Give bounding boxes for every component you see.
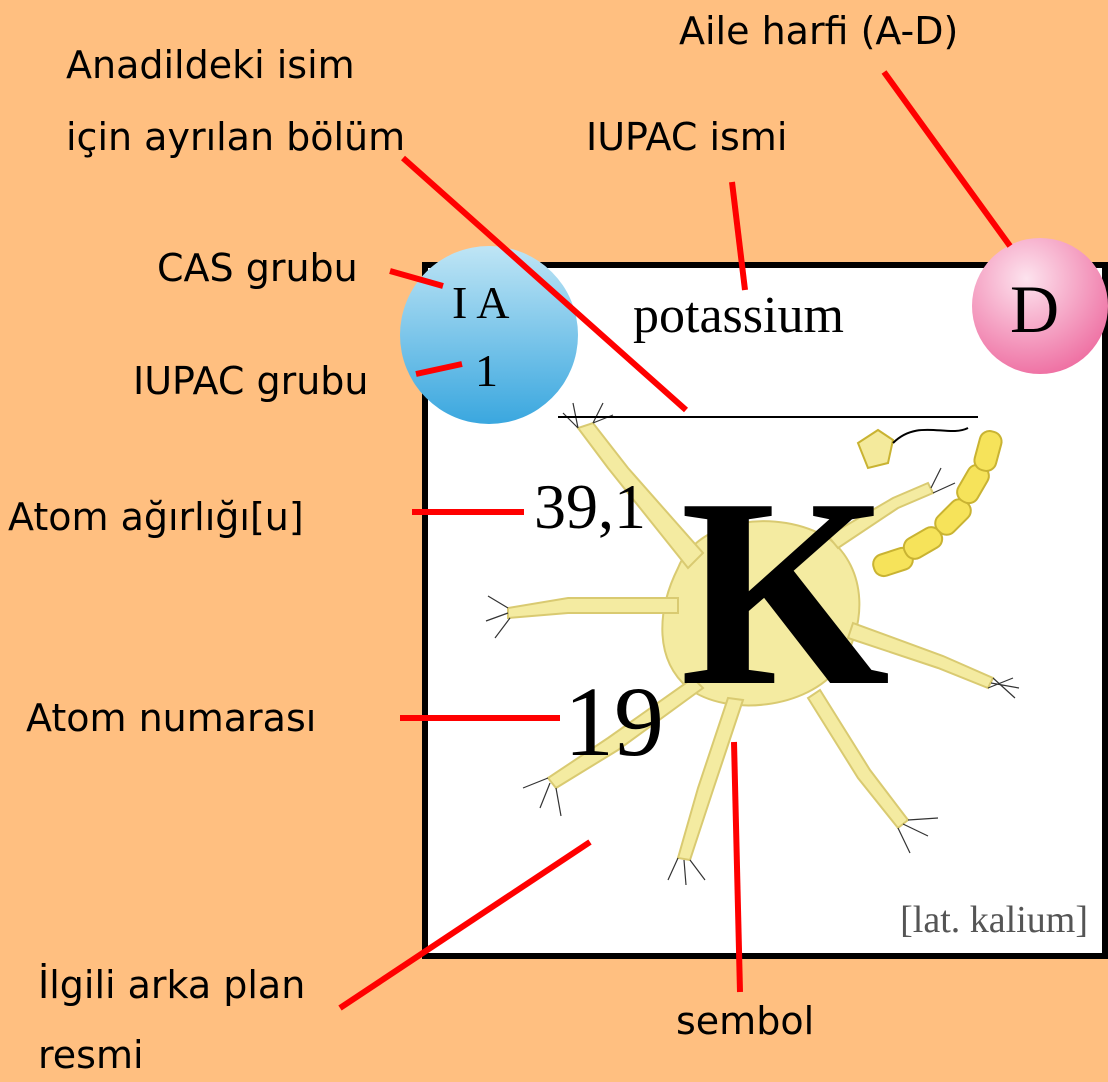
element-card: potassium 39,1 K 19 [lat. kalium] (422, 262, 1108, 959)
label-background-line1: İlgili arka plan (38, 963, 306, 1007)
leader-line-iupac-name (729, 181, 748, 291)
atomic-weight-text: 39,1 (534, 471, 646, 542)
leader-line-symbol (731, 741, 743, 993)
iupac-group-text: 1 (475, 345, 498, 396)
label-cas-group: CAS grubu (157, 246, 358, 290)
label-family-letter: Aile harfi (A-D) (679, 9, 959, 53)
family-letter-text: D (1010, 271, 1060, 347)
label-iupac-name: IUPAC ismi (586, 115, 788, 159)
name-separator-line (558, 416, 978, 418)
leader-line-native-name (401, 155, 688, 413)
leader-line-cas-group (389, 268, 444, 289)
neuron-background-image (485, 402, 1020, 886)
atomic-number-text: 19 (564, 666, 664, 777)
label-iupac-group: IUPAC grubu (133, 359, 369, 403)
label-native-name-line1: Anadildeki isim (66, 43, 355, 87)
label-atomic-weight: Atom ağırlığı[u] (8, 495, 304, 539)
label-symbol: sembol (676, 999, 815, 1043)
cas-group-text: I A (452, 277, 510, 328)
iupac-name-text: potassium (633, 287, 844, 344)
family-circle (972, 238, 1108, 374)
group-circle (400, 246, 578, 424)
leader-line-family (881, 70, 1013, 248)
label-atomic-number: Atom numarası (26, 696, 317, 740)
leader-line-background (338, 839, 592, 1011)
label-background-line2: resmi (38, 1033, 144, 1077)
native-name-text: [lat. kalium] (900, 899, 1088, 941)
label-native-name-line2: için ayrılan bölüm (66, 115, 406, 159)
leader-line-iupac-group (415, 361, 463, 377)
element-symbol-text: K (680, 443, 891, 742)
